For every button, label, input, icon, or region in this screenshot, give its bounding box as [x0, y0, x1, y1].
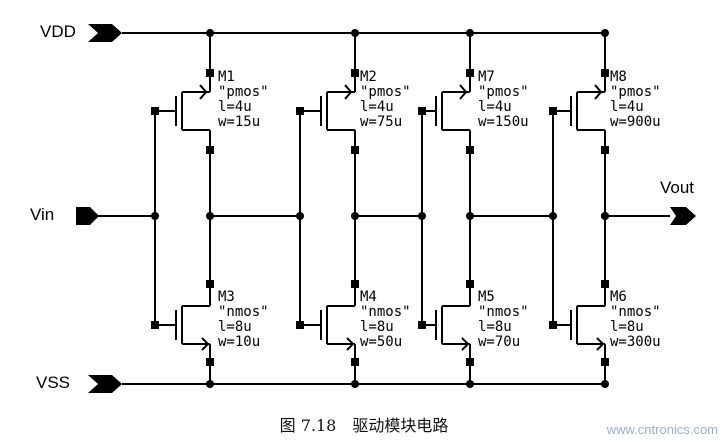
pmos-m1-drain-pin: [206, 146, 214, 154]
vout-junction: [601, 212, 609, 220]
stage3-out-junction: [466, 212, 474, 220]
stage2-in-junction: [296, 212, 304, 220]
nmos-m4-drain-pin: [351, 280, 359, 288]
stage1-out-junction: [206, 212, 214, 220]
pmos-m2-arrow: [344, 84, 353, 100]
stage2-out-junction: [351, 212, 359, 220]
vss-junction-m6: [601, 380, 609, 388]
nmos-m3-source-pin: [206, 358, 214, 366]
pmos-m2-drain-pin: [351, 146, 359, 154]
pmos-m7-drain-pin: [466, 146, 474, 154]
vss-junction-m3: [206, 380, 214, 388]
stage1-in-junction: [151, 212, 159, 220]
nmos-m5-drain-pin: [466, 280, 474, 288]
vdd-label: VDD: [40, 22, 76, 41]
vss-label: VSS: [36, 373, 71, 392]
nmos-m5-source-pin: [466, 358, 474, 366]
watermark: www.cntronics.com: [606, 422, 718, 437]
vdd-junction-m1: [206, 29, 214, 37]
vdd-port: [88, 24, 122, 42]
vss-junction-m4: [351, 380, 359, 388]
nmos-m4-arrow: [346, 337, 355, 351]
nmos-m6-drain-pin: [601, 280, 609, 288]
vout-label: Vout: [660, 178, 695, 197]
figure-caption: 图 7.18 驱动模块电路: [279, 416, 449, 435]
nmos-m6-source-pin: [601, 358, 609, 366]
nmos-m5-arrow: [461, 337, 470, 351]
pmos-m2-source-pin: [351, 69, 359, 77]
vin-label: Vin: [30, 205, 55, 224]
vdd-junction-m7: [466, 29, 474, 37]
stage4-in-junction: [549, 212, 557, 220]
nmos-m4-source-pin: [351, 358, 359, 366]
nmos-m6-arrow: [596, 337, 605, 351]
vdd-junction-m8: [601, 29, 609, 37]
vdd-junction-m2: [351, 29, 359, 37]
pmos-m1-arrow: [199, 84, 208, 100]
pmos-m8-drain-pin: [601, 146, 609, 154]
pmos-m8-arrow: [594, 84, 603, 100]
pmos-m8-source-pin: [601, 69, 609, 77]
vout-port: [670, 207, 696, 225]
pmos-m7-source-pin: [466, 69, 474, 77]
pmos-m1-source-pin: [206, 69, 214, 77]
vss-junction-m5: [466, 380, 474, 388]
nmos-m3-arrow: [201, 337, 210, 351]
vss-port: [88, 375, 122, 393]
vin-port: [76, 207, 99, 225]
stage3-in-junction: [418, 212, 426, 220]
nmos-m3-drain-pin: [206, 280, 214, 288]
pmos-m7-arrow: [459, 84, 468, 100]
